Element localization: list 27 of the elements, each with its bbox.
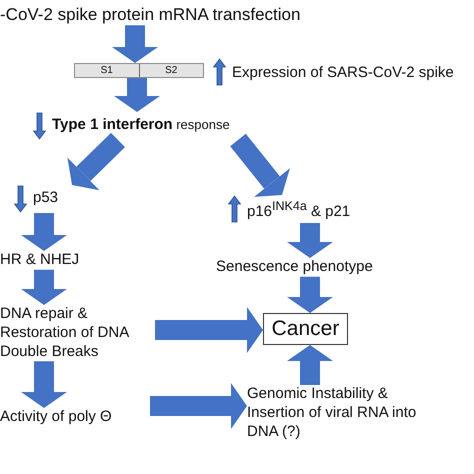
outcome-box [263, 313, 348, 345]
block-arrow [67, 132, 125, 190]
block-arrow [21, 361, 67, 408]
node-text: Cancer [272, 316, 340, 342]
node-text: p16$^{INK4a}$ & p21 [247, 199, 350, 222]
domain-label: S1 [100, 64, 114, 77]
node-text: HR & NHEJ [0, 251, 80, 270]
block-arrow [112, 25, 158, 63]
node-text: -CoV-2 spike protein mRNA transfection [0, 4, 300, 26]
node-text: Activity of poly Θ [0, 408, 112, 427]
node-text: p53 [33, 189, 58, 208]
block-arrow [155, 307, 263, 353]
block-arrow [287, 276, 333, 313]
block-arrow [114, 78, 160, 112]
domain-label: S2 [138, 64, 203, 77]
node-text: Senescence phenotype [216, 258, 373, 277]
block-arrow [150, 383, 247, 429]
block-arrow [21, 213, 67, 251]
block-arrow [21, 270, 67, 305]
block-arrow [287, 345, 333, 385]
block-arrow [230, 134, 290, 197]
node-text: Genomic Instability & Insertion of viral RNA into DNA (?) [247, 385, 418, 442]
annotation-text: Expression of SARS-CoV-2 spike [232, 64, 454, 80]
node-text: Type 1 interferon response [52, 116, 230, 135]
spike-protein-bar [74, 63, 204, 78]
node-text: DNA repair & Restoration of DNA Double Breaks [0, 305, 130, 362]
block-arrow [287, 223, 333, 258]
